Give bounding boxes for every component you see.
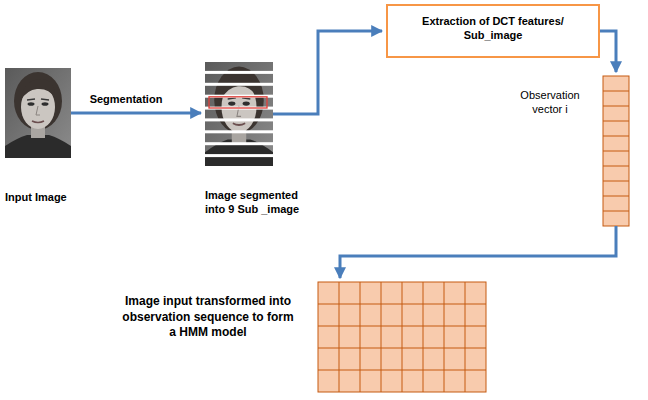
flow-arrow [600,31,616,72]
edge-label: Segmentation [90,93,163,105]
face-photo [5,68,71,158]
figure-node: Input Image [5,68,71,158]
flow-arrow [340,226,616,278]
figure-node: Image segmented into 9 Sub _image [205,62,273,166]
segment-gaps [203,71,275,157]
box-text: Extraction of DCT features/ Sub_image [388,6,598,43]
figure-caption: Observation vector i [509,88,591,117]
observation-vector [603,76,629,226]
flow-arrow [273,31,382,114]
process-box: Extraction of DCT features/ Sub_image [386,4,600,58]
observation-grid [318,282,486,392]
figure-caption: Input Image [5,190,105,204]
selected-strip [209,97,267,108]
flow-arrow [71,112,201,115]
figure-caption: Image input transformed into observation… [118,294,298,341]
figure-node: Observation vector i [603,76,629,226]
face-photo [205,62,273,166]
segmented-face [203,62,275,166]
figure-node: Image input transformed into observation… [318,282,486,392]
figure-caption: Image segmented into 9 Sub _image [205,188,315,217]
